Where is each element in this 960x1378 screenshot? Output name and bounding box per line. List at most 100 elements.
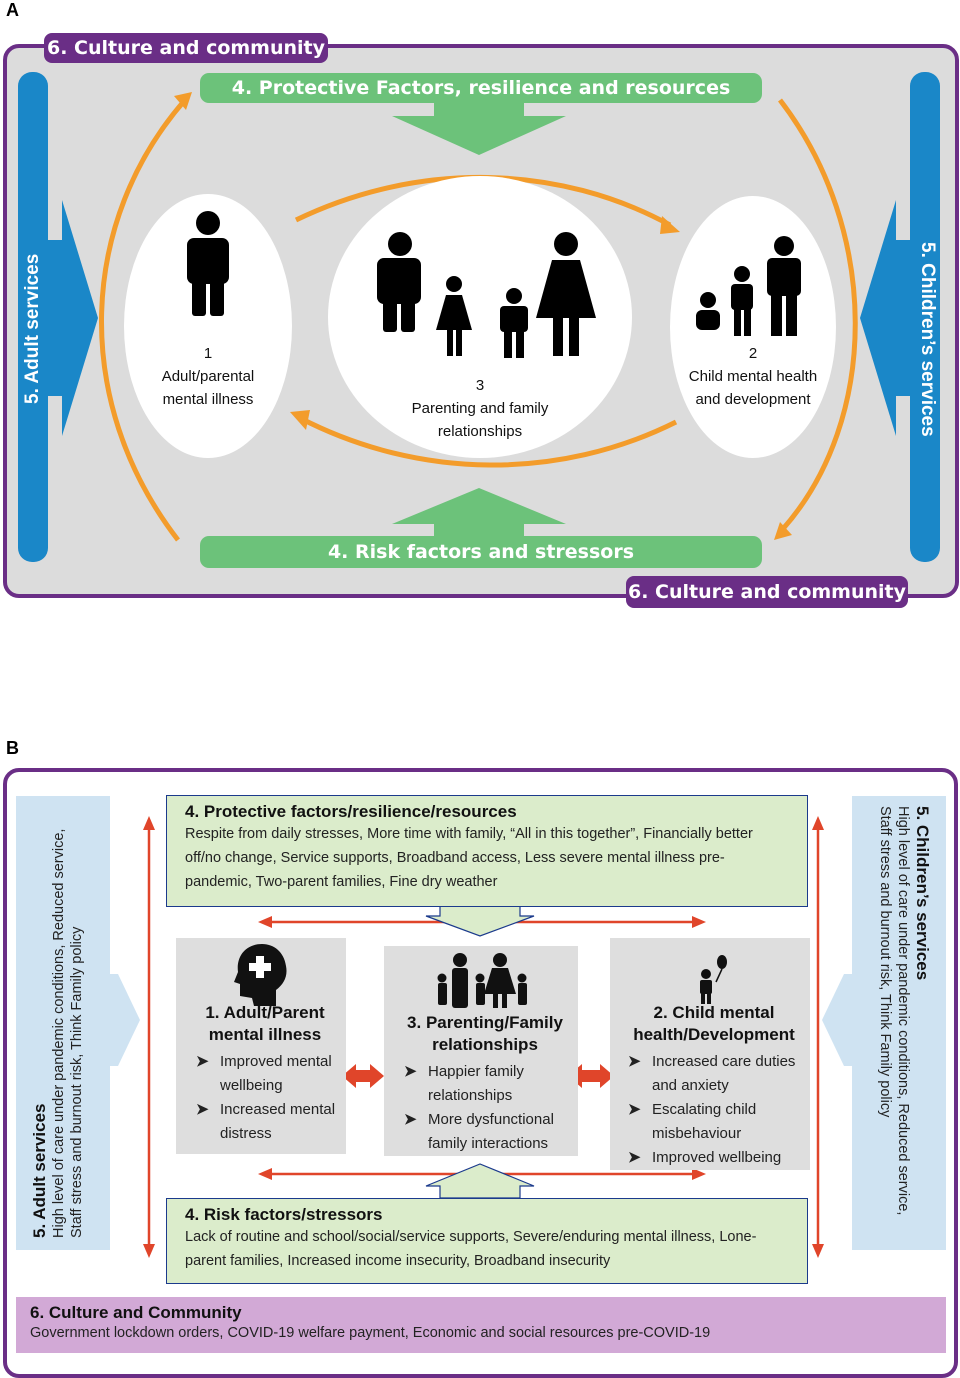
adult-num: 1: [203, 345, 213, 362]
box3-item: ➤Happier family relationships: [400, 1060, 570, 1108]
box3-item: ➤More dysfunctional family interactions: [400, 1108, 570, 1156]
culture-community-top: 6. Culture and community: [44, 33, 328, 63]
child-development-icon: [696, 236, 801, 336]
bullet-chevron-icon: ➤: [628, 1101, 641, 1118]
protective-connector-arrow: [425, 905, 535, 937]
adult-person-icon: [187, 211, 229, 316]
orange-arc-inner-bottom: [298, 415, 678, 468]
family-num: 3: [475, 377, 485, 394]
adult-services-line1-b: High level of care under pandemic condit…: [51, 828, 67, 1238]
box3-list: ➤Happier family relationships ➤More dysf…: [400, 1060, 570, 1156]
children-services-line2-b: Staff stress and burnout risk, Think Fam…: [877, 806, 893, 1118]
risk-factors-text: Lack of routine and school/social/servic…: [185, 1229, 757, 1269]
bullet-chevron-icon: ➤: [196, 1053, 209, 1070]
children-services-column: [852, 796, 946, 1250]
panel-a-label: A: [6, 0, 19, 20]
box2-title-line2: health/Development: [633, 1025, 795, 1044]
culture-community-text: Government lockdown orders, COVID-19 wel…: [30, 1325, 711, 1341]
box1-title-line1: 1. Adult/Parent: [205, 1003, 325, 1022]
protective-factors-text: Respite from daily stresses, More time w…: [185, 826, 753, 890]
head-medical-icon: [234, 944, 287, 1006]
children-services-text-block: 5. Children’s services High level of car…: [876, 806, 932, 1215]
double-arrow-right: [568, 1064, 614, 1088]
family-line1: Parenting and family: [411, 400, 549, 417]
bullet-chevron-icon: ➤: [628, 1149, 641, 1166]
adult-services-text-block: 5. Adult services High level of care und…: [30, 829, 86, 1238]
culture-community-title: 6. Culture and Community: [30, 1303, 242, 1322]
top-red-head-left: [258, 916, 272, 928]
orange-arrowhead-inner-bottom: [290, 410, 310, 430]
orange-arc-left: [98, 98, 187, 542]
children-services-inward-arrow: [822, 974, 852, 1066]
family-ellipse-text: 3 Parenting and family relationships: [328, 374, 632, 443]
child-balloon-icon: [700, 955, 727, 1004]
box3-title-line1: 3. Parenting/Family: [407, 1013, 563, 1032]
box2-title-line1: 2. Child mental: [653, 1003, 775, 1022]
adult-services-line2-b: Staff stress and burnout risk, Think Fam…: [69, 926, 85, 1238]
left-red-head-top: [143, 816, 155, 830]
bullet-chevron-icon: ➤: [196, 1101, 209, 1118]
risk-factors-bar: 4. Risk factors and stressors: [200, 536, 762, 568]
adult-services-title-b: 5. Adult services: [30, 1103, 49, 1239]
box-child-mental-health: 2. Child mental health/Development ➤Incr…: [610, 938, 810, 1170]
box1-title-line2: mental illness: [208, 1025, 322, 1044]
adult-line1: Adult/parental: [161, 368, 255, 385]
panel-a-icons: [187, 211, 801, 358]
box-adult-parent: 1. Adult/Parent mental illness ➤Improved…: [176, 938, 346, 1154]
adult-line2: mental illness: [162, 391, 254, 408]
children-services-bar: [910, 72, 940, 562]
box3-title: 3. Parenting/Family relationships: [400, 1012, 570, 1056]
orange-arrowhead-inner-top: [660, 216, 680, 234]
risk-connector-arrow: [425, 1163, 535, 1199]
box1-list: ➤Improved mental wellbeing ➤Increased me…: [192, 1050, 338, 1146]
child-num: 2: [748, 345, 758, 362]
family-icon: [377, 232, 596, 358]
adult-services-inward-arrow: [110, 974, 140, 1066]
box2-item: ➤Improved wellbeing: [624, 1146, 804, 1170]
adult-ellipse-text: 1 Adult/parental mental illness: [124, 342, 292, 411]
left-red-head-bottom: [143, 1244, 155, 1258]
family-line2: relationships: [437, 423, 523, 440]
bottom-red-head-left: [258, 1168, 272, 1180]
box1-item: ➤Increased mental distress: [192, 1098, 338, 1146]
child-line1: Child mental health: [688, 368, 818, 385]
right-red-head-bottom: [812, 1244, 824, 1258]
culture-community-box: 6. Culture and Community Government lock…: [16, 1297, 946, 1353]
bullet-chevron-icon: ➤: [404, 1111, 417, 1128]
child-ellipse-text: 2 Child mental health and development: [670, 342, 836, 411]
orange-arc-right: [778, 98, 858, 532]
box1-title: 1. Adult/Parent mental illness: [192, 1002, 338, 1046]
bullet-chevron-icon: ➤: [628, 1053, 641, 1070]
child-line2: and development: [695, 391, 811, 408]
culture-community-bottom: 6. Culture and community: [626, 576, 908, 608]
box2-list: ➤Increased care duties and anxiety ➤Esca…: [624, 1050, 804, 1170]
right-red-head-top: [812, 816, 824, 830]
risk-factors-title: 4. Risk factors/stressors: [185, 1205, 383, 1224]
box1-item: ➤Improved mental wellbeing: [192, 1050, 338, 1098]
adult-services-column: [16, 796, 110, 1250]
box2-item: ➤Escalating child misbehaviour: [624, 1098, 804, 1146]
double-arrow-left: [342, 1064, 384, 1088]
family-silhouette-icon: [437, 953, 527, 1008]
risk-factors-box: 4. Risk factors/stressors Lack of routin…: [166, 1198, 808, 1284]
bottom-red-head-right: [692, 1168, 706, 1180]
protective-down-arrow: [392, 102, 566, 155]
orange-arrowhead-left: [174, 92, 192, 110]
risk-up-arrow: [392, 488, 566, 545]
protective-factors-bar: 4. Protective Factors, resilience and re…: [200, 73, 762, 103]
adult-services-bar: [18, 72, 48, 562]
panel-a-graphics: [18, 72, 940, 562]
protective-factors-box: 4. Protective factors/resilience/resourc…: [166, 795, 808, 907]
box2-item: ➤Increased care duties and anxiety: [624, 1050, 804, 1098]
children-services-title-b: 5. Children’s services: [913, 806, 932, 981]
panel-b-label: B: [6, 738, 19, 758]
children-services-line1-b: High level of care under pandemic condit…: [895, 806, 911, 1216]
orange-arrowhead-right: [774, 522, 792, 540]
children-services-arrow: [860, 200, 910, 436]
bullet-chevron-icon: ➤: [404, 1063, 417, 1080]
adult-services-arrow: [48, 200, 98, 436]
top-red-head-right: [692, 916, 706, 928]
protective-factors-title: 4. Protective factors/resilience/resourc…: [185, 802, 517, 821]
